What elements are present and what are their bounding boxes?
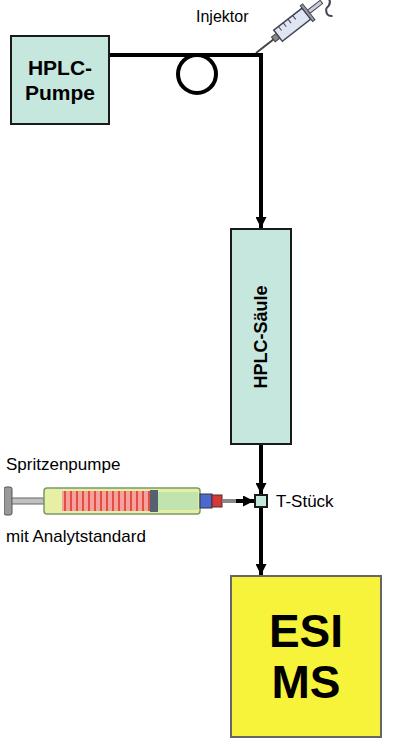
syringe-pump: Spritzenpumpe mit Analytstandard (4, 455, 236, 547)
ms-box: ESI MS (230, 575, 382, 738)
node-text: HPLC-Säule (251, 285, 272, 388)
flow-line (236, 499, 254, 503)
node-text: T-Stück (276, 492, 334, 512)
pump-box: HPLC- Pumpe (10, 35, 110, 125)
syringe-pump-symbol (4, 483, 236, 519)
t-piece: T-Stück (254, 494, 268, 508)
sample-loop (178, 55, 216, 93)
injector-syringe (245, 0, 339, 67)
node-text: HPLC- Pumpe (25, 55, 95, 105)
node-text: Spritzenpumpe (6, 455, 120, 475)
node-text: ESI MS (269, 606, 343, 707)
node-text: mit Analytstandard (6, 527, 146, 547)
flow-line (259, 445, 263, 494)
flow-line (259, 508, 263, 575)
part-label: Injektor (196, 8, 248, 26)
column-box: HPLC-Säule (230, 228, 292, 445)
flow-line (110, 55, 261, 228)
